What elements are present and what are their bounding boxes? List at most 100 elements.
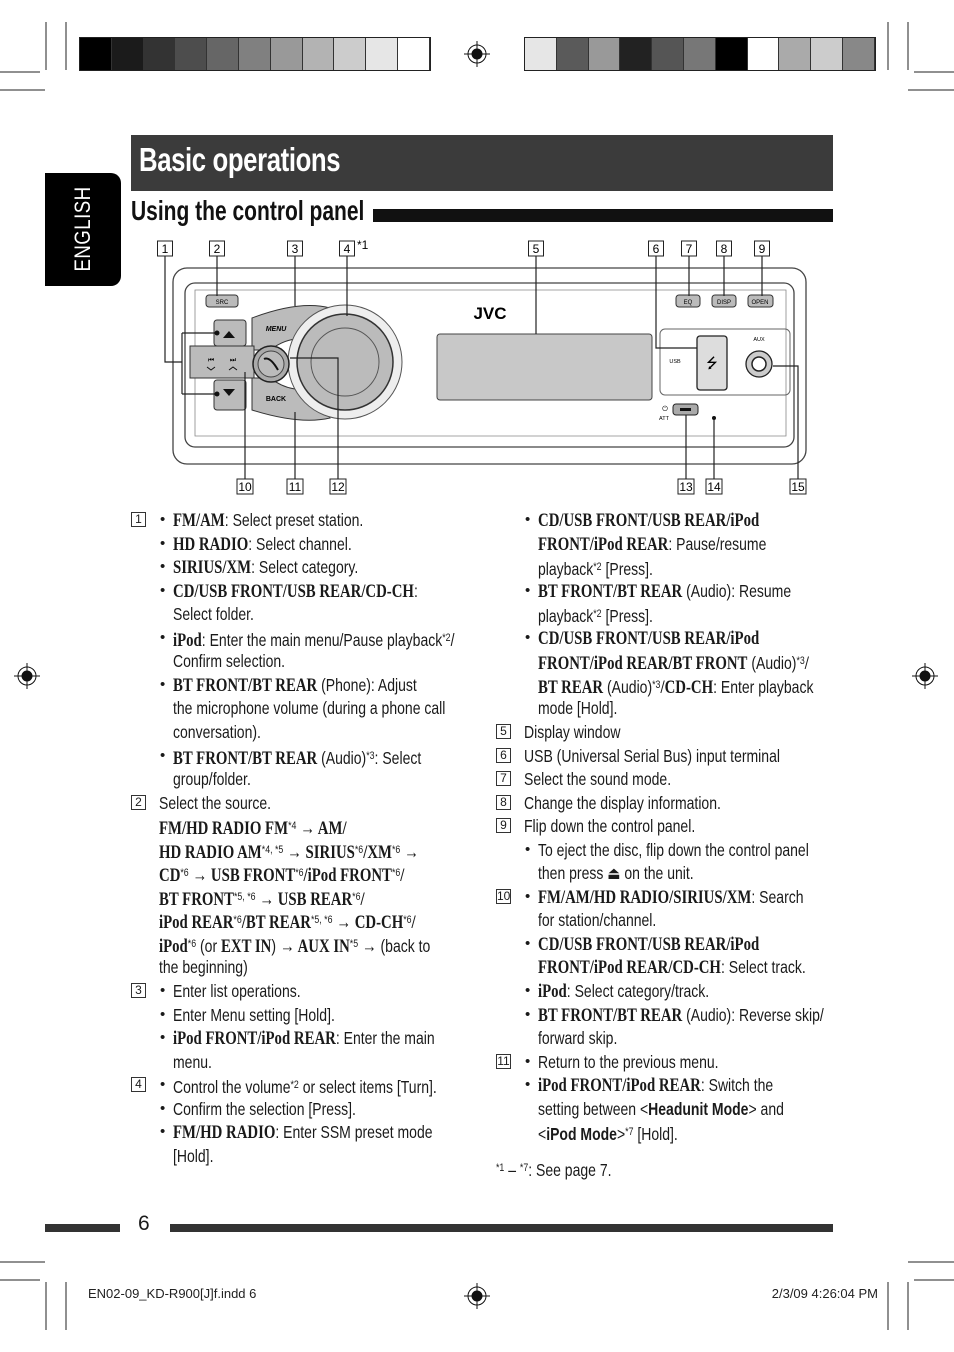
list-line: [Hold]. [131, 1145, 491, 1167]
bold-term: iPod Mode [546, 1124, 617, 1145]
text: Select the sound mode. [524, 769, 672, 790]
bold-term: iPod FRONT/iPod REAR [538, 1076, 701, 1097]
callout-box [705, 478, 723, 495]
color-swatch [175, 38, 208, 70]
list-line: iPod REAR*6/BT REAR*5, *6 → CD-CH*6/ [131, 909, 491, 934]
src-label: SRC [216, 300, 229, 306]
list-line: Confirm selection. [131, 650, 491, 672]
bold-term: BT FRONT [159, 889, 234, 910]
line-text: Confirm selection. [173, 650, 285, 672]
line-text: BT FRONT/BT REAR (Audio): Resume [538, 580, 791, 603]
line-text: FRONT/iPod REAR: Pause/resume [538, 533, 766, 556]
color-swatch [556, 38, 589, 70]
text: : Select track. [720, 957, 806, 978]
skip-forward-icon: ⏭ [230, 357, 237, 364]
item-number: 5 [496, 723, 511, 739]
bold-term: FM/HD RADIO FM [159, 819, 289, 840]
list-line: •Confirm the selection [Press]. [131, 1098, 491, 1120]
line-text: CD/USB FRONT/USB REAR/iPod [538, 933, 759, 956]
list-line: BT FRONT*5, *6 → USB REAR*6/ [131, 886, 491, 910]
bold-term: /CD-CH [660, 677, 714, 698]
phone-icon [263, 357, 279, 371]
bullet: • [160, 511, 166, 528]
list-line: 10•FM/AM/HD RADIO/SIRIUS/XM: Search [496, 886, 856, 908]
section-rule [373, 209, 833, 222]
color-bar-frame [524, 37, 876, 71]
list-line: menu. [131, 1051, 491, 1073]
list-line: group/folder. [131, 768, 491, 790]
bold-term: FRONT/iPod REAR/BT FRONT [538, 654, 748, 675]
footnote-ref: *2 [593, 561, 602, 574]
text: playback [538, 606, 594, 627]
bold-term: FM/AM [173, 511, 225, 531]
text: (Audio): Resume [682, 580, 792, 601]
bullet: • [525, 628, 531, 646]
list-line: •iPod FRONT/iPod REAR: Enter the main [131, 1027, 491, 1049]
aux-label: AUX [753, 337, 765, 343]
list-line: BT REAR (Audio)*3/CD-CH: Enter playback [496, 674, 856, 698]
bold-term: → USB FRONT [188, 866, 296, 887]
footnote-ref: *2 [290, 1079, 299, 1092]
text: [Press]. [601, 606, 653, 627]
text: ) [271, 935, 280, 956]
skip-back-icon: ⏮ [208, 357, 214, 364]
text: (Phone): Adjust [317, 674, 417, 695]
callout-number: 9 [759, 242, 766, 256]
jvc-logo: JVC [473, 304, 506, 323]
power-icon: ⏻ [662, 405, 668, 413]
item-number: 1 [131, 512, 146, 527]
line-text: menu. [173, 1051, 212, 1073]
title-bar: Basic operations [131, 135, 833, 191]
bullet: • [525, 581, 531, 599]
bold-term: iPod [173, 630, 202, 651]
bullet: • [160, 982, 166, 999]
callout-number: 7 [686, 242, 693, 256]
src-button [205, 294, 239, 308]
text: Control the volume [173, 1077, 291, 1098]
item-number: 9 [496, 818, 511, 834]
bold-term: / [360, 889, 365, 910]
callout-number: 11 [289, 480, 302, 494]
text: : [413, 580, 418, 601]
line-text: FRONT/iPod REAR/BT FRONT (Audio)*3/ [538, 650, 809, 675]
bullet: • [160, 675, 166, 693]
eq-label: EQ [684, 300, 693, 306]
list-line: 1•FM/AM: Select preset station. [131, 509, 491, 531]
callout-number: 13 [679, 480, 693, 494]
bullet: • [525, 1005, 531, 1023]
line-text: Change the display information. [524, 792, 721, 814]
bold-term: CD/USB FRONT/USB REAR/iPod [538, 511, 760, 531]
color-swatch [811, 38, 843, 70]
display-window [436, 333, 653, 401]
callout-box [681, 240, 697, 257]
bold-term: / [411, 913, 416, 934]
down-button [213, 379, 247, 411]
footnote-ref: *6 [233, 914, 242, 927]
line-text: the beginning) [159, 956, 248, 978]
bullet: • [160, 1076, 166, 1094]
text: forward skip. [538, 1028, 618, 1049]
page-title: Basic operations [139, 141, 341, 178]
item-number: 6 [496, 747, 511, 763]
footnote-ref: *6 [187, 937, 197, 950]
bold-term: BT FRONT/BT REAR [173, 748, 318, 769]
callout-number: 6 [653, 242, 660, 256]
callout-box [329, 478, 347, 495]
bullet: • [160, 628, 166, 646]
section-title: Using the control panel [131, 195, 365, 226]
line-text: conversation). [173, 721, 261, 743]
bullet: • [160, 746, 166, 764]
list-line: •BT FRONT/BT REAR (Audio): Reverse skip/ [496, 1004, 856, 1026]
line-text: BT FRONT/BT REAR (Audio)*3: Select [173, 745, 421, 770]
text: Return to the previous menu. [538, 1051, 719, 1072]
line-text: FM/HD RADIO: Enter SSM preset mode [173, 1121, 433, 1144]
line-text: FM/HD RADIO FM*4 → AM/ [159, 815, 347, 840]
item-number: 11 [496, 1053, 511, 1069]
text: Flip down the control panel. [524, 816, 696, 837]
list-line: Select folder. [131, 603, 491, 625]
text: or select items [Turn]. [298, 1077, 437, 1098]
list-line: •FM/HD RADIO: Enter SSM preset mode [131, 1121, 491, 1143]
text: playback [538, 559, 594, 580]
